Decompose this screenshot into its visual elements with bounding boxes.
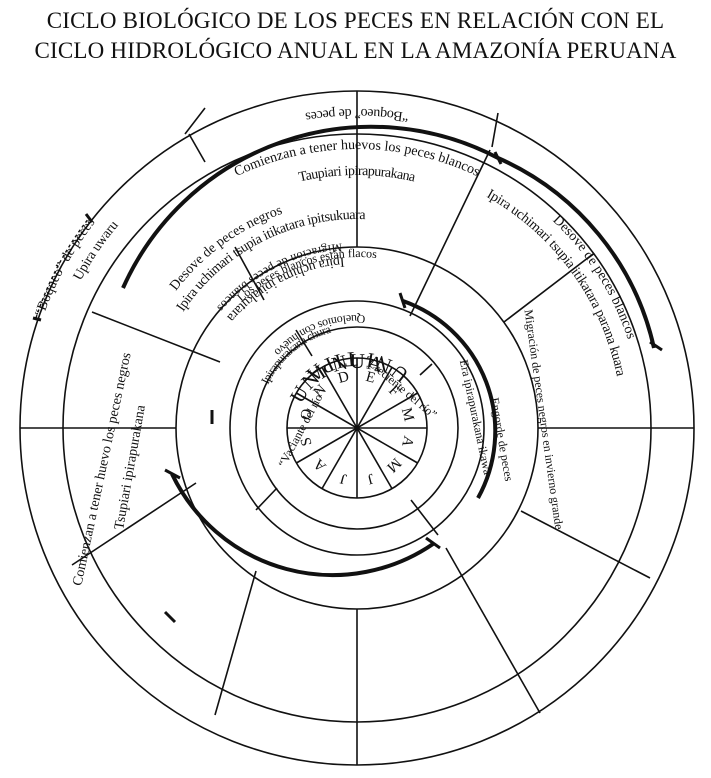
month-letter: D bbox=[336, 369, 351, 387]
period-desove-negros bbox=[121, 124, 499, 289]
diagram-title-line-1: CICLO BIOLÓGICO DE LOS PECES EN RELACIÓN… bbox=[46, 8, 665, 33]
period-boqueo-top bbox=[35, 217, 90, 319]
label-migracion-negros: Migración de peces negros en invierno gr… bbox=[522, 309, 567, 531]
label-boqueo-bottom: “Boqueo” de peces bbox=[304, 105, 409, 124]
label-era: Era ipirapurakana ikawa bbox=[457, 358, 495, 476]
diagram-title-line-2: CICLO HIDROLÓGICO ANUAL EN LA AMAZONÍA P… bbox=[34, 38, 677, 63]
month-letter: O bbox=[298, 407, 316, 422]
period-desove-blancos bbox=[497, 156, 656, 349]
month-letter: E bbox=[364, 369, 377, 387]
period-arcs bbox=[35, 124, 656, 578]
period-quelonios bbox=[170, 473, 435, 578]
month-letter: S bbox=[298, 435, 316, 447]
radial-spokes bbox=[20, 91, 694, 765]
label-taupiari: Taupiari ipirapurakana bbox=[297, 164, 417, 186]
ring-inner-band bbox=[255, 326, 459, 530]
month-letter: M bbox=[383, 454, 404, 475]
month-letter: J bbox=[338, 470, 348, 487]
period-engorde bbox=[402, 299, 498, 499]
month-letter: J bbox=[365, 470, 375, 487]
month-sector-lines bbox=[287, 358, 427, 498]
period-ticks bbox=[32, 151, 663, 624]
month-letter: M bbox=[398, 406, 417, 423]
ring-2 bbox=[229, 300, 485, 556]
month-letter: A bbox=[398, 434, 416, 449]
month-letter: A bbox=[311, 455, 330, 474]
